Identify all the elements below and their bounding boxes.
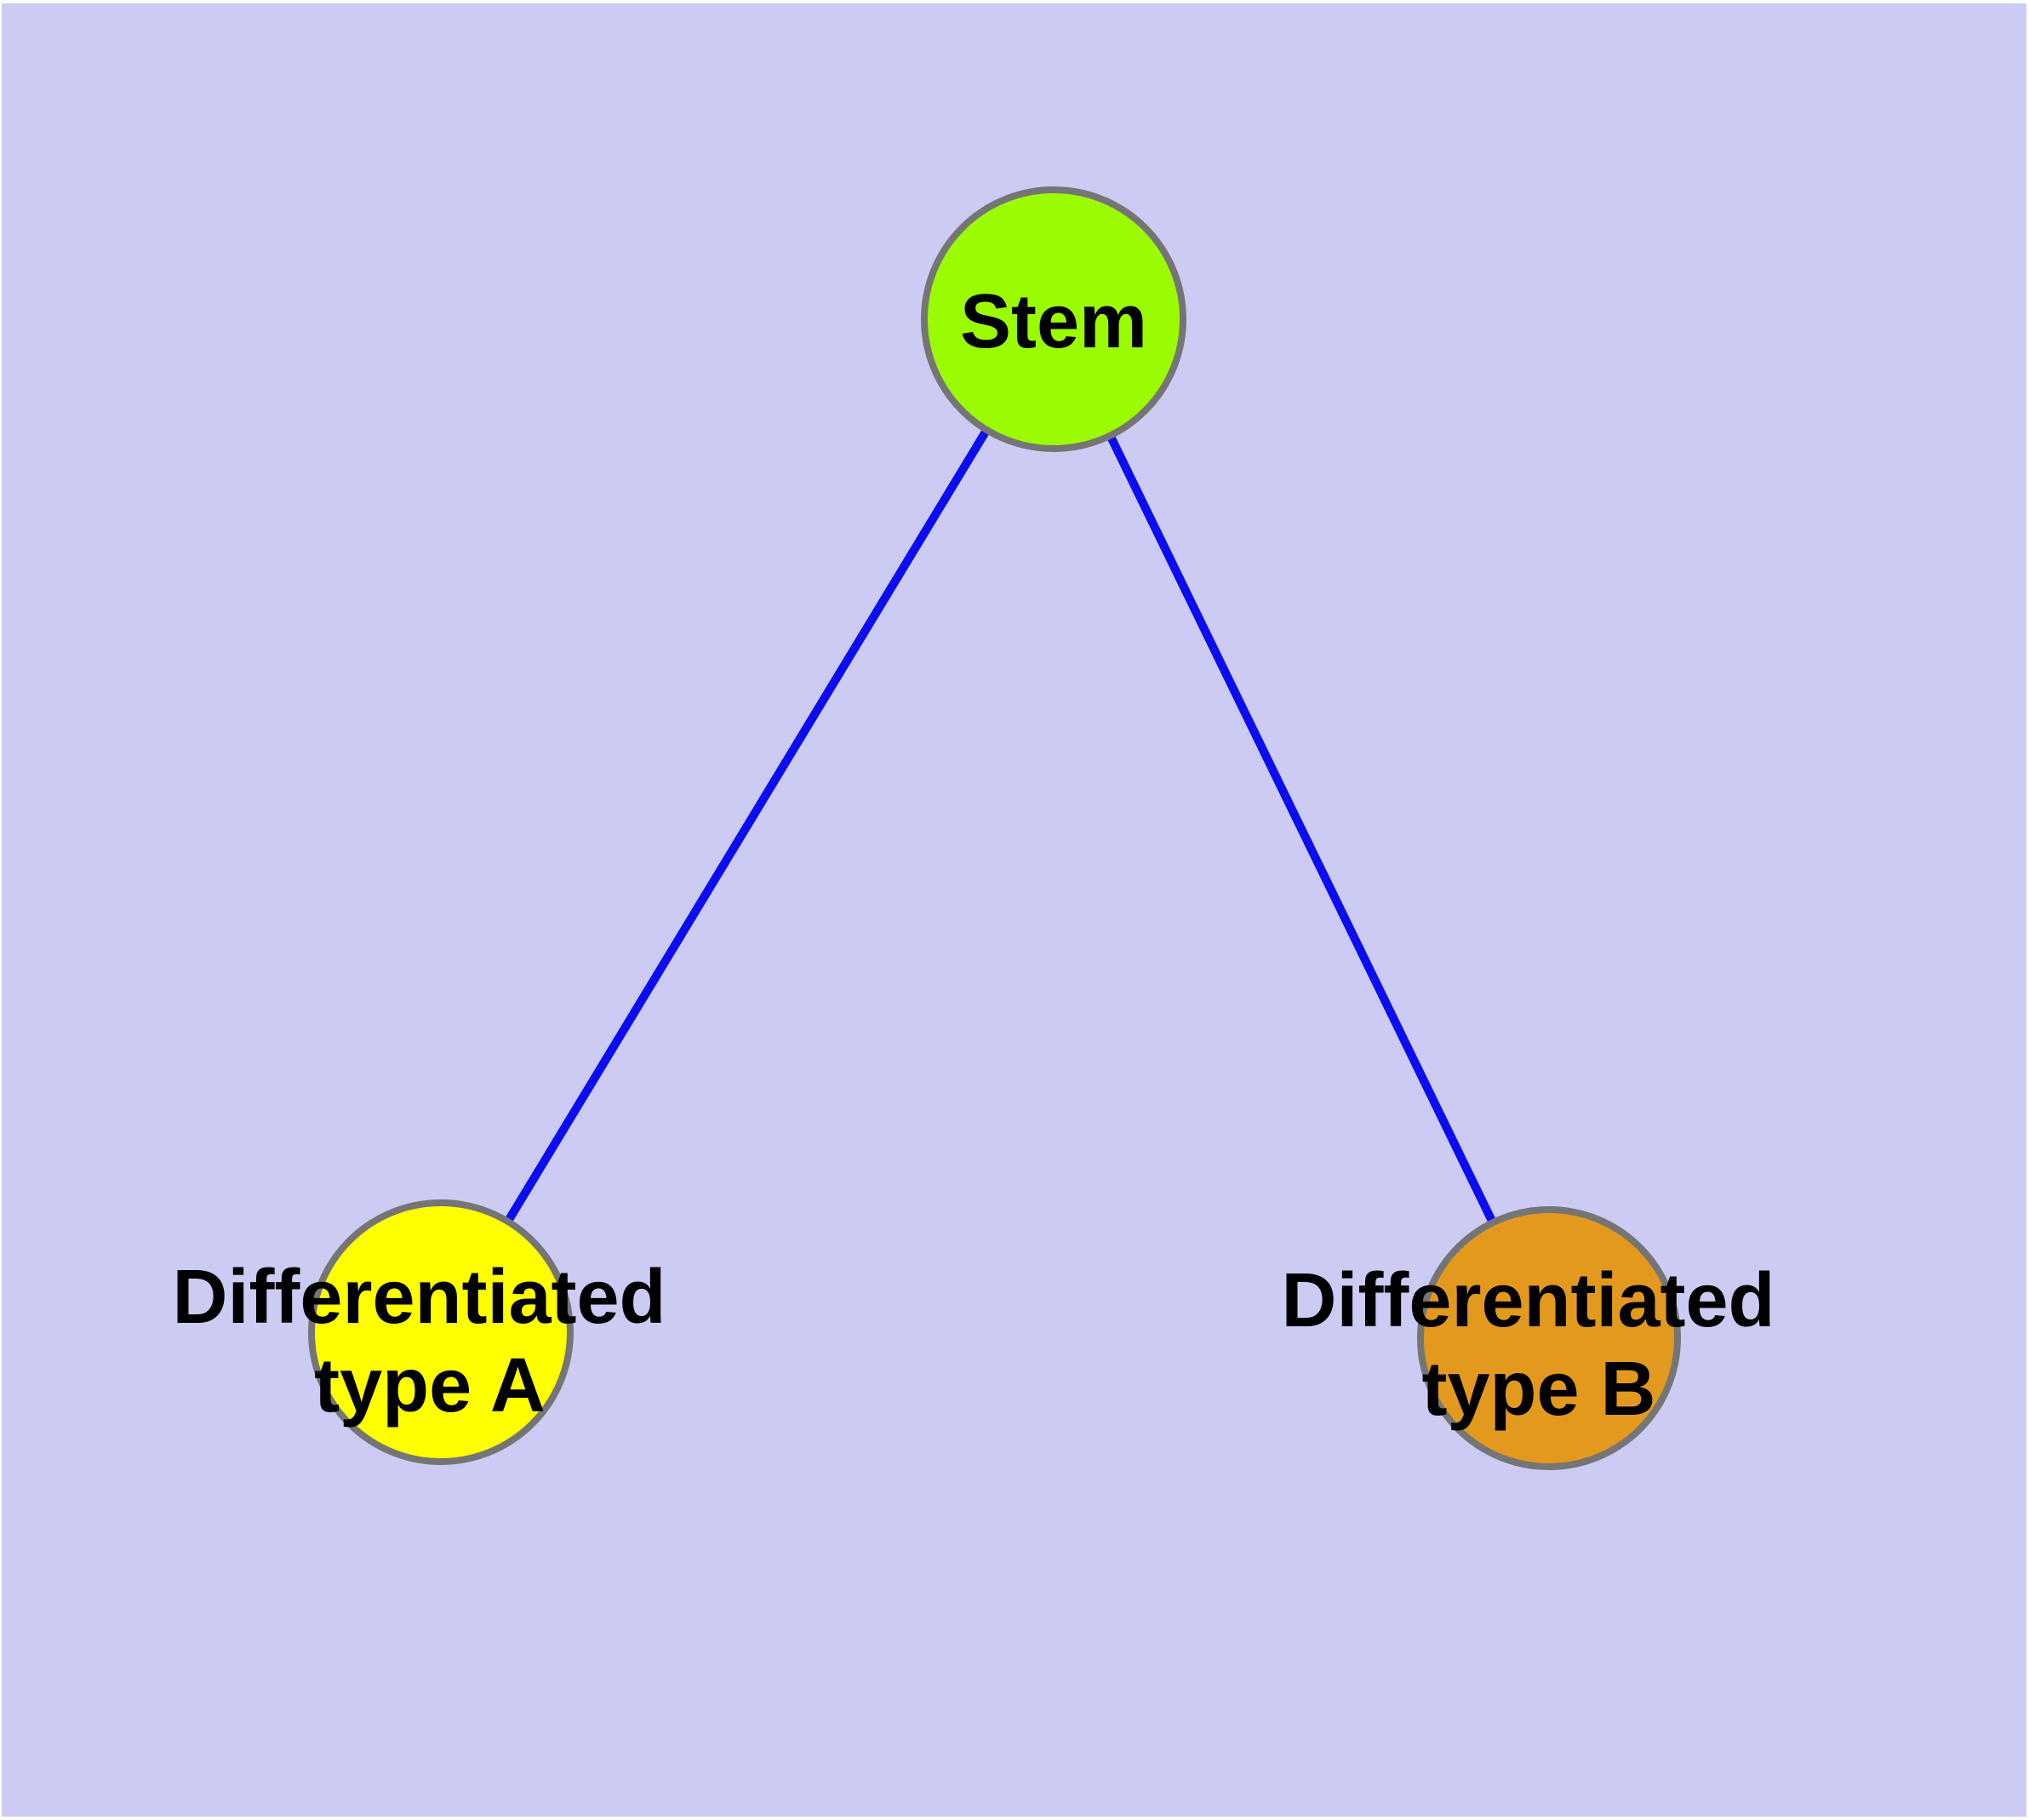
node-differentiated-type-a-label: Differentiated type A — [172, 1255, 687, 1428]
label-line-2: type A — [314, 1343, 546, 1428]
node-stem — [921, 186, 1186, 452]
node-stem-label: Stem — [960, 279, 1147, 364]
node-differentiated-type-b-label: Differentiated type B — [1281, 1258, 1796, 1432]
edge-stem-to-type-b — [1049, 317, 1553, 1341]
label-line-1: Differentiated — [1281, 1258, 1775, 1343]
label-line-1: Differentiated — [172, 1255, 666, 1340]
node-differentiated-type-b — [1417, 1206, 1681, 1470]
edge-stem-to-type-a — [437, 317, 1058, 1335]
node-differentiated-type-a — [308, 1199, 574, 1465]
label-line-2: type B — [1421, 1347, 1655, 1432]
